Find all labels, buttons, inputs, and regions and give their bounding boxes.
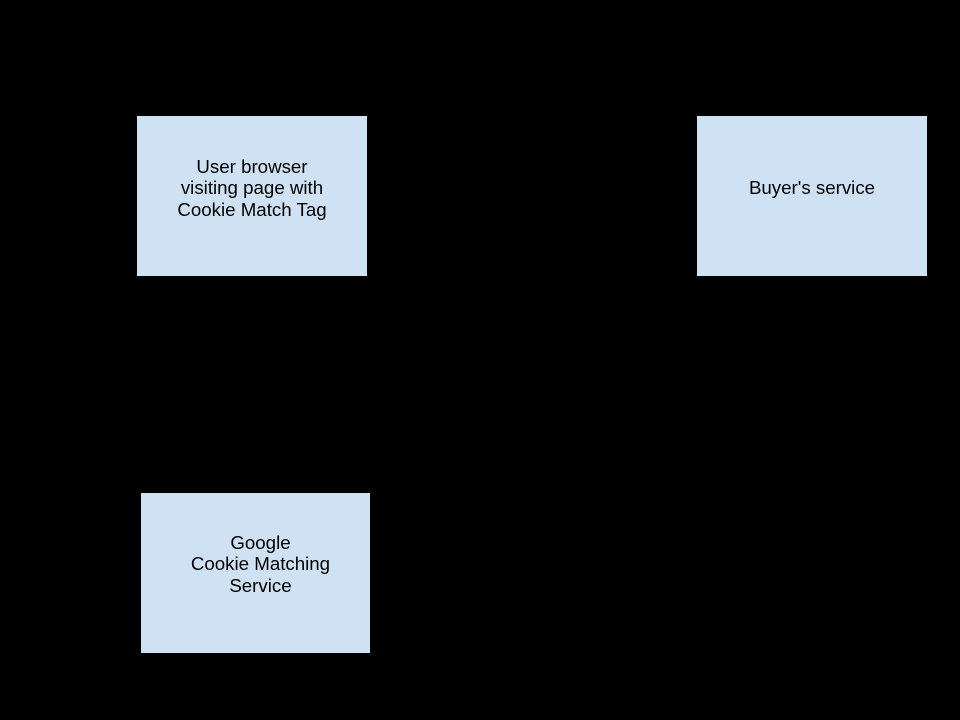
node-user-browser: User browser visiting page with Cookie M… xyxy=(136,115,368,277)
node-label-line: Google xyxy=(230,531,291,553)
node-label-line: User browser xyxy=(196,155,308,177)
node-buyers-service: Buyer's service xyxy=(696,115,928,277)
node-label-line: visiting page with xyxy=(180,177,324,199)
node-buyers-service-label: Buyer's service xyxy=(749,177,875,199)
node-label-line: Buyer's service xyxy=(748,177,876,199)
node-user-browser-label: User browser visiting page with Cookie M… xyxy=(177,156,326,221)
node-google-cookie-matching-service-label: Google Cookie Matching Service xyxy=(191,532,330,597)
node-google-cookie-matching-service: Google Cookie Matching Service xyxy=(140,492,371,654)
node-label-line: Service xyxy=(229,574,292,596)
node-label-line: Cookie Match Tag xyxy=(177,198,327,220)
node-label-line: Cookie Matching xyxy=(190,553,331,575)
